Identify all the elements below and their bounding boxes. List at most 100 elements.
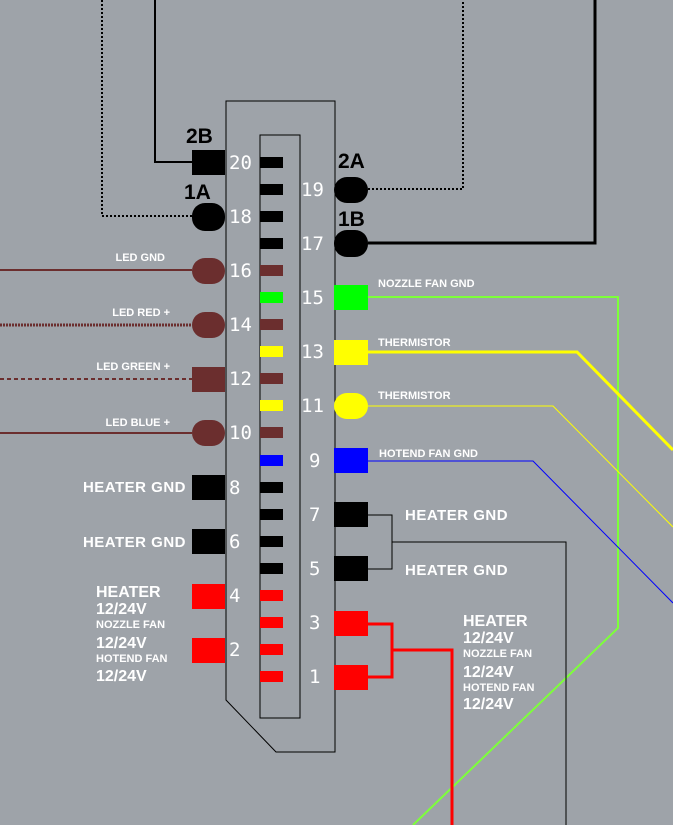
terminal-pin-5 (334, 556, 368, 581)
pin-number-14: 14 (229, 314, 252, 336)
label-heater-right: HEATER (463, 613, 528, 630)
pin-number-10: 10 (229, 422, 252, 444)
pin-slot (260, 536, 283, 547)
label-led-red: LED RED + (112, 307, 170, 319)
label-hotend-fan: HOTEND FAN (96, 653, 168, 665)
tag-1a: 1A (184, 181, 211, 204)
pin-number-19: 19 (301, 179, 324, 201)
wire-1a (101, 0, 193, 217)
terminal-pin-1 (334, 665, 368, 690)
pin-number-17: 17 (301, 233, 324, 255)
terminal-pin-9 (334, 448, 368, 473)
wire-heater-power-run (392, 648, 454, 825)
terminal-pin-7 (334, 502, 368, 527)
pin-slot (260, 427, 283, 438)
pin-number-15: 15 (301, 287, 324, 309)
wire-thermistor-13 (368, 350, 673, 452)
label-heater: HEATER (96, 584, 161, 601)
terminal-pin-12 (192, 367, 225, 392)
terminal-pin-13 (334, 340, 368, 365)
terminal-pin-19 (334, 177, 368, 203)
pin-number-18: 18 (229, 206, 252, 228)
pin-slot (260, 238, 283, 249)
label-nozzle-fan: NOZZLE FAN (96, 619, 165, 631)
label-thermistor-13: THERMISTOR (378, 337, 451, 349)
pin-number-16: 16 (229, 260, 252, 282)
pin-slot (260, 617, 283, 628)
pin-slot (260, 563, 283, 574)
label-nozzle-fan-voltage-right: 12/24V (463, 664, 514, 681)
terminal-pin-10 (192, 420, 225, 446)
pin-number-13: 13 (301, 341, 324, 363)
pin-number-1: 1 (309, 666, 320, 688)
terminal-pin-17 (334, 230, 368, 257)
wire-thermistor-11 (368, 405, 673, 528)
terminal-pin-14 (192, 312, 225, 338)
pin-slot (260, 157, 283, 168)
terminal-pin-16 (192, 258, 225, 284)
pin-slot (260, 292, 283, 303)
pin-slot (260, 211, 283, 222)
wire-1b (368, 0, 597, 245)
terminal-pin-2 (192, 638, 225, 663)
label-hotend-fan-voltage-right: 12/24V (463, 696, 514, 713)
connector-inner (259, 134, 301, 719)
pin-slot (260, 590, 283, 601)
pin-slot (260, 455, 283, 466)
pin-slot (260, 346, 283, 357)
pin-number-8: 8 (229, 477, 240, 499)
wire-heater-gnd-run (392, 541, 567, 825)
label-led-green: LED GREEN + (96, 361, 170, 373)
label-nozzle-fan-right: NOZZLE FAN (463, 648, 532, 660)
terminal-pin-15 (334, 285, 368, 310)
tag-1b: 1B (338, 208, 365, 231)
pin-slots (260, 157, 283, 682)
pin-slot (260, 319, 283, 330)
wire-2b (154, 0, 193, 163)
pin-number-2: 2 (229, 639, 240, 661)
label-heater-gnd-7: HEATER GND (405, 507, 508, 524)
pin-slot (260, 373, 283, 384)
right-terminals (334, 177, 368, 690)
pin-numbers: 20 19 18 17 16 15 14 13 12 11 10 9 8 7 6… (229, 152, 324, 688)
terminal-pin-18 (192, 203, 225, 231)
wire-nozzle-fan-gnd (368, 296, 619, 825)
pin-slot (260, 400, 283, 411)
label-hotend-fan-gnd: HOTEND FAN GND (379, 448, 478, 460)
label-hotend-fan-right: HOTEND FAN (463, 682, 535, 694)
terminal-pin-20 (192, 150, 225, 175)
terminal-pin-8 (192, 475, 225, 500)
pin-number-5: 5 (309, 558, 320, 580)
left-labels: LED GND LED RED + LED GREEN + LED BLUE +… (83, 252, 186, 685)
terminal-pin-11 (334, 393, 368, 419)
tag-2b: 2B (186, 125, 213, 148)
pin-slot (260, 644, 283, 655)
label-heater-gnd-8: HEATER GND (83, 479, 186, 496)
pin-slot (260, 184, 283, 195)
pin-slot (260, 265, 283, 276)
wire-heater-power (368, 622, 394, 679)
pin-number-7: 7 (309, 504, 320, 526)
label-led-blue: LED BLUE + (106, 417, 170, 429)
connector-housing (225, 100, 336, 753)
label-heater-voltage: 12/24V (96, 601, 147, 618)
label-hotend-fan-voltage: 12/24V (96, 668, 147, 685)
pin-number-20: 20 (229, 152, 252, 174)
pin-number-6: 6 (229, 531, 240, 553)
label-heater-gnd-6: HEATER GND (83, 534, 186, 551)
pin-slot (260, 671, 283, 682)
right-labels: NOZZLE FAN GND THERMISTOR THERMISTOR HOT… (378, 278, 535, 713)
pin-slot (260, 482, 283, 493)
wire-heater-gnd (368, 514, 393, 570)
pin-number-4: 4 (229, 585, 240, 607)
pin-number-11: 11 (301, 395, 324, 417)
wire-hotend-fan-gnd (368, 460, 673, 604)
terminal-pin-6 (192, 529, 225, 554)
terminal-pin-4 (192, 584, 225, 609)
pin-slot (260, 509, 283, 520)
wire-2a (368, 0, 464, 190)
tag-2a: 2A (338, 150, 365, 173)
left-terminals (192, 150, 225, 663)
